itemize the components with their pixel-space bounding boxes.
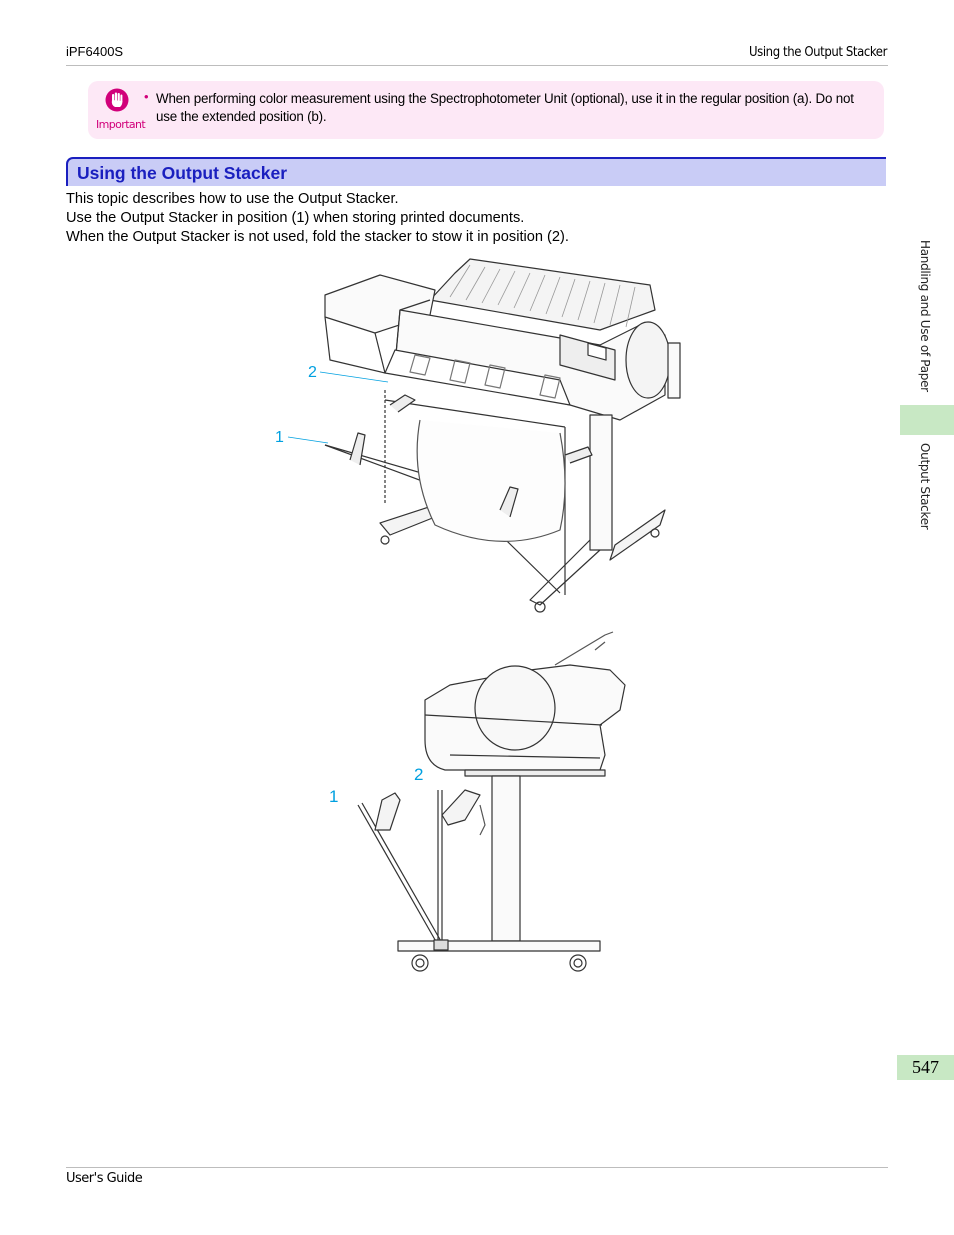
header-model: iPF6400S bbox=[66, 44, 124, 59]
section-heading: Using the Output Stacker bbox=[66, 157, 886, 186]
section-title: Using the Output Stacker bbox=[77, 163, 288, 183]
sidebar-chapter-label: Handling and Use of Paper bbox=[918, 240, 932, 392]
footer-guide: User's Guide bbox=[66, 1171, 143, 1186]
sidebar-current-marker bbox=[900, 405, 954, 435]
header-section: Using the Output Stacker bbox=[748, 45, 887, 60]
hand-stop-icon bbox=[105, 88, 129, 112]
body-paragraph-3: When the Output Stacker is not used, fol… bbox=[66, 229, 569, 245]
header-divider bbox=[66, 65, 888, 66]
important-label: Important bbox=[96, 118, 146, 131]
important-note: Important • When performing color measur… bbox=[88, 81, 884, 139]
body-paragraph-2: Use the Output Stacker in position (1) w… bbox=[66, 210, 525, 226]
callout-1: 1 bbox=[329, 787, 338, 806]
page-number: 547 bbox=[897, 1055, 954, 1080]
bullet: • bbox=[144, 89, 149, 104]
stand-side-view-illustration: 2 1 bbox=[329, 631, 626, 972]
footer-divider bbox=[66, 1167, 888, 1168]
callout-2: 2 bbox=[308, 364, 317, 381]
callout-2: 2 bbox=[414, 765, 423, 784]
sidebar-topic-label: Output Stacker bbox=[918, 443, 932, 530]
important-text: When performing color measurement using … bbox=[156, 91, 854, 124]
callout-1: 1 bbox=[275, 429, 284, 446]
printer-stacker-illustration: 2 1 bbox=[275, 258, 681, 613]
body-paragraph-1: This topic describes how to use the Outp… bbox=[66, 191, 399, 207]
